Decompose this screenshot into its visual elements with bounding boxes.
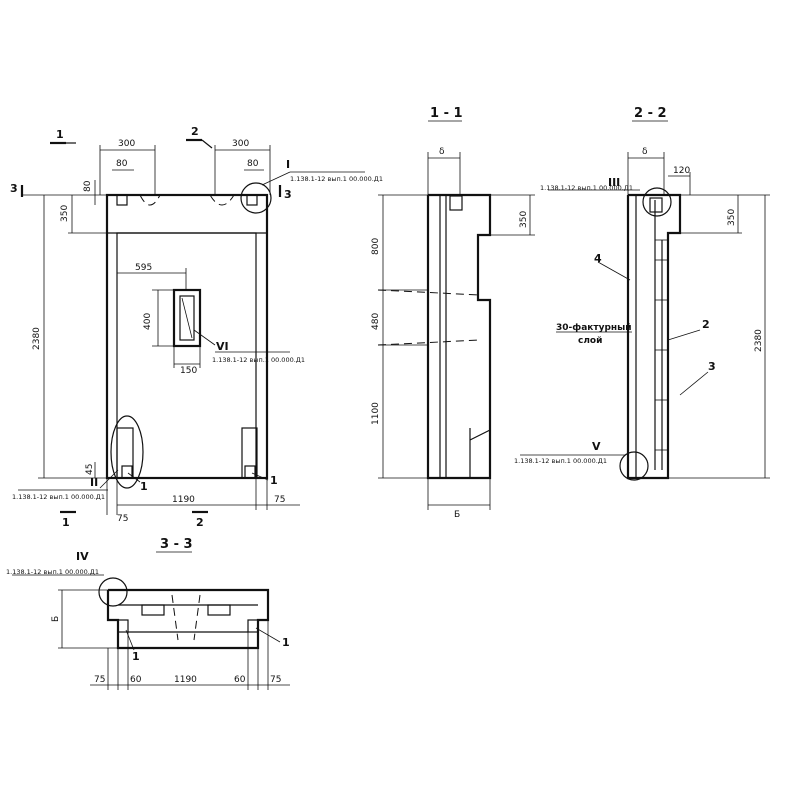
dim-B-3-3: Б <box>51 616 61 622</box>
node-label-II: II <box>90 476 98 489</box>
dim-delta-2-2: δ <box>642 147 648 157</box>
cut-marker-3-right: 3 <box>284 188 292 201</box>
dim-350-front: 350 <box>60 205 70 222</box>
cut-marker-2-top: 2 <box>191 125 199 138</box>
dim-1100: 1100 <box>371 402 381 425</box>
pos-3: 3 <box>708 360 716 373</box>
section-3-3-outline <box>106 588 270 650</box>
dim-60-33-right: 60 <box>234 675 246 685</box>
dim-350-1-1: 350 <box>519 211 529 228</box>
dim-300-right: 300 <box>232 139 249 149</box>
panel-outline <box>105 193 269 480</box>
ref-node-I: 1.138.1-12 вып.1 00.000.Д1 <box>290 175 383 183</box>
dim-75-33-right: 75 <box>270 675 281 685</box>
node-label-III: III <box>608 176 620 189</box>
node-circle-IV <box>98 577 128 607</box>
dim-150: 150 <box>180 366 197 376</box>
note-facing-layer-2: слой <box>578 336 602 346</box>
section-1-1-outline <box>426 193 492 480</box>
dim-2380-2-2: 2380 <box>754 329 764 352</box>
dim-400: 400 <box>143 313 153 330</box>
dim-80-vertical: 80 <box>83 180 93 192</box>
node-label-IV: IV <box>76 550 89 563</box>
cut-marker-3-left: 3 <box>10 182 18 195</box>
dim-300-left: 300 <box>118 139 135 149</box>
front-view: 1 2 1 2 3 3 300 300 80 80 80 350 <box>10 125 383 529</box>
dim-595: 595 <box>135 263 152 273</box>
dim-2380-front: 2380 <box>32 327 42 350</box>
dim-800: 800 <box>371 238 381 255</box>
section-title-1-1: 1 - 1 <box>430 106 463 121</box>
pos-1-33-left: 1 <box>132 650 140 663</box>
node-label-I: I <box>286 158 290 171</box>
dim-350-2-2: 350 <box>727 209 737 226</box>
dim-480: 480 <box>371 313 381 330</box>
pos-1-front-left: 1 <box>140 480 148 493</box>
node-circle-I <box>240 182 272 214</box>
ref-node-VI: 1.138.1-12 вып.1 00.000.Д1 <box>212 356 305 364</box>
dim-1190-front: 1190 <box>172 495 195 505</box>
cut-marker-2-bottom: 2 <box>196 516 204 529</box>
section-title-2-2: 2 - 2 <box>634 106 667 121</box>
ref-node-V: 1.138.1-12 вып.1 00.000.Д1 <box>514 457 607 465</box>
node-label-V: V <box>592 440 601 453</box>
node-label-VI: VI <box>216 340 229 353</box>
dim-delta-1-1: δ <box>439 147 445 157</box>
dim-120: 120 <box>673 166 690 176</box>
dim-B-1-1: Б <box>454 510 460 520</box>
cut-marker-1-top: 1 <box>56 128 64 141</box>
section-3-3: 3 - 3 IV 1.138.1-12 вып.1 00.000.Д1 1 1 … <box>6 537 290 690</box>
note-facing-layer-1: 30-фактурный <box>556 323 632 333</box>
pos-4: 4 <box>594 252 602 265</box>
dim-75-33-left: 75 <box>94 675 105 685</box>
dim-45: 45 <box>85 464 95 475</box>
pos-1-front-right: 1 <box>270 474 278 487</box>
dim-80-right: 80 <box>247 159 259 169</box>
dim-75-front-right: 75 <box>274 495 285 505</box>
pos-2: 2 <box>702 318 710 331</box>
ref-node-III: 1.138.1-12 вып.1 00.000.Д1 <box>540 184 633 192</box>
node-circle-III <box>642 187 672 217</box>
ref-node-IV: 1.138.1-12 вып.1 00.000.Д1 <box>6 568 99 576</box>
dim-1190-33: 1190 <box>174 675 197 685</box>
dim-60-33-left: 60 <box>130 675 142 685</box>
section-2-2: 2 - 2 δ 120 350 2380 III 1.138. <box>514 106 770 481</box>
section-1-1: 1 - 1 δ 350 800 480 1100 Б <box>371 106 535 520</box>
section-title-3-3: 3 - 3 <box>160 537 193 552</box>
node-circle-V <box>619 451 649 481</box>
node-circle-II <box>110 415 144 489</box>
pos-1-33-right: 1 <box>282 636 290 649</box>
dim-75-front-left: 75 <box>117 514 128 524</box>
dim-80-left: 80 <box>116 159 128 169</box>
cut-marker-1-bottom: 1 <box>62 516 70 529</box>
ref-node-II: 1.138.1-12 вып.1 00.000.Д1 <box>12 493 105 501</box>
